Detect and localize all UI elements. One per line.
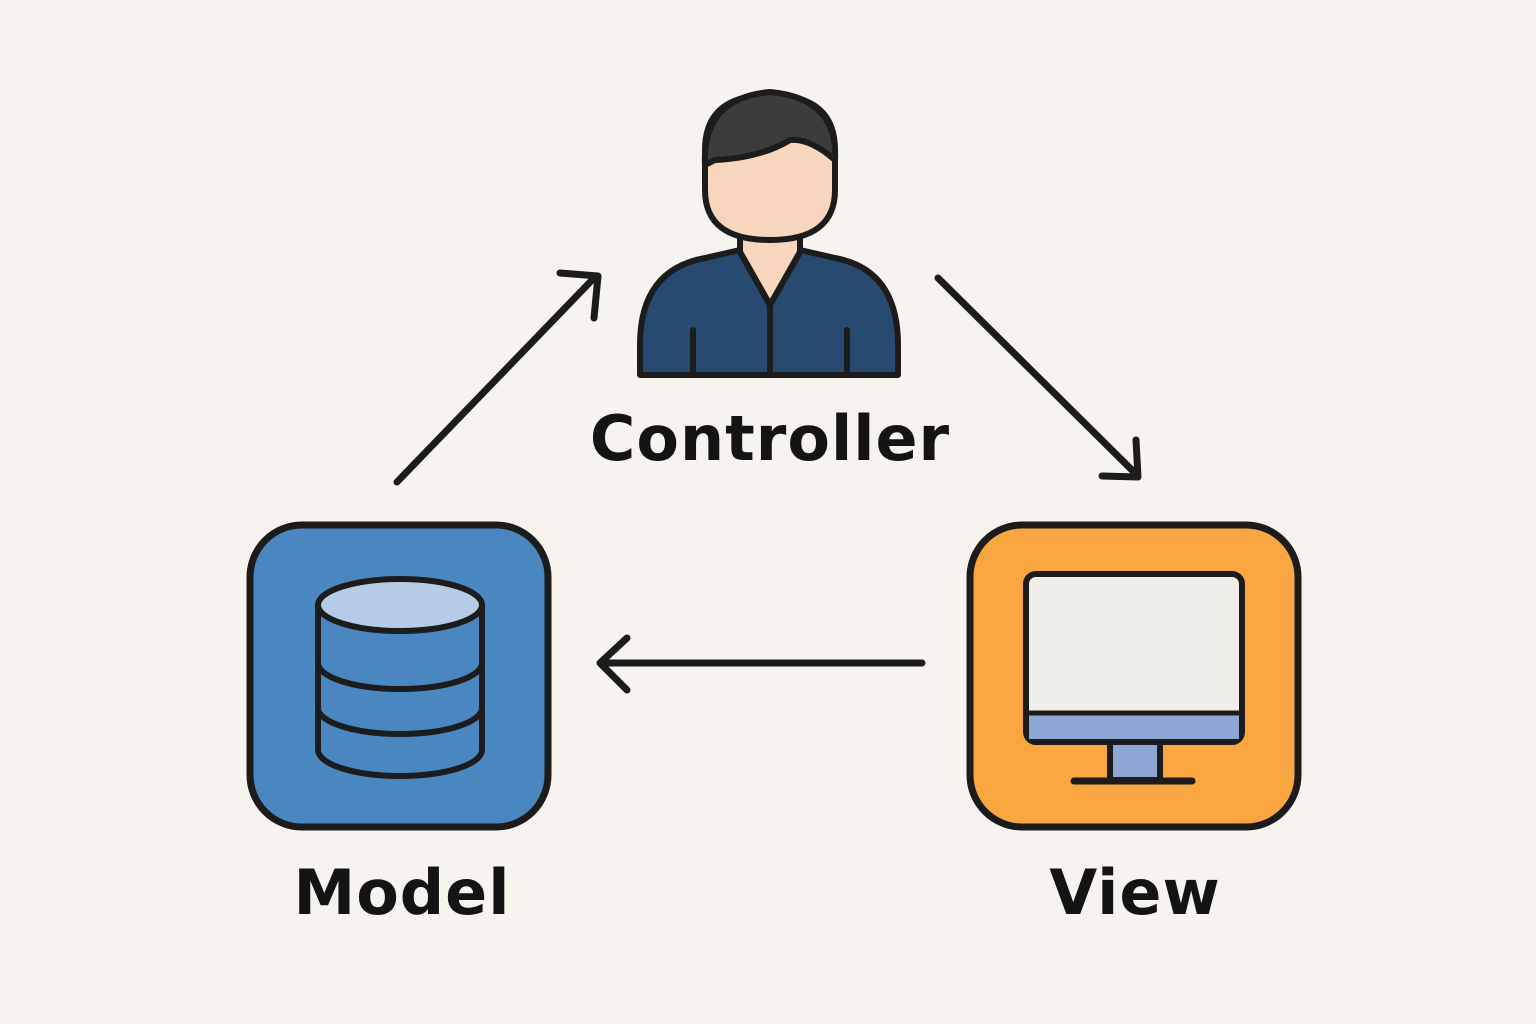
view-label: View — [1049, 856, 1221, 929]
person-hair — [701, 89, 839, 168]
model-node — [246, 521, 552, 831]
monitor-icon — [1023, 571, 1245, 785]
database-lid — [315, 576, 485, 634]
arrow-model-to-controller — [393, 269, 602, 486]
view-node — [966, 521, 1302, 831]
monitor-stand — [1107, 739, 1163, 783]
arrow-view-to-model — [596, 634, 926, 694]
database-icon — [315, 576, 485, 779]
person-icon — [637, 89, 901, 378]
arrow-controller-to-view — [934, 274, 1142, 481]
controller-node — [637, 89, 901, 378]
monitor-bar — [1029, 713, 1239, 739]
model-label: Model — [293, 856, 511, 929]
controller-label: Controller — [589, 402, 951, 475]
